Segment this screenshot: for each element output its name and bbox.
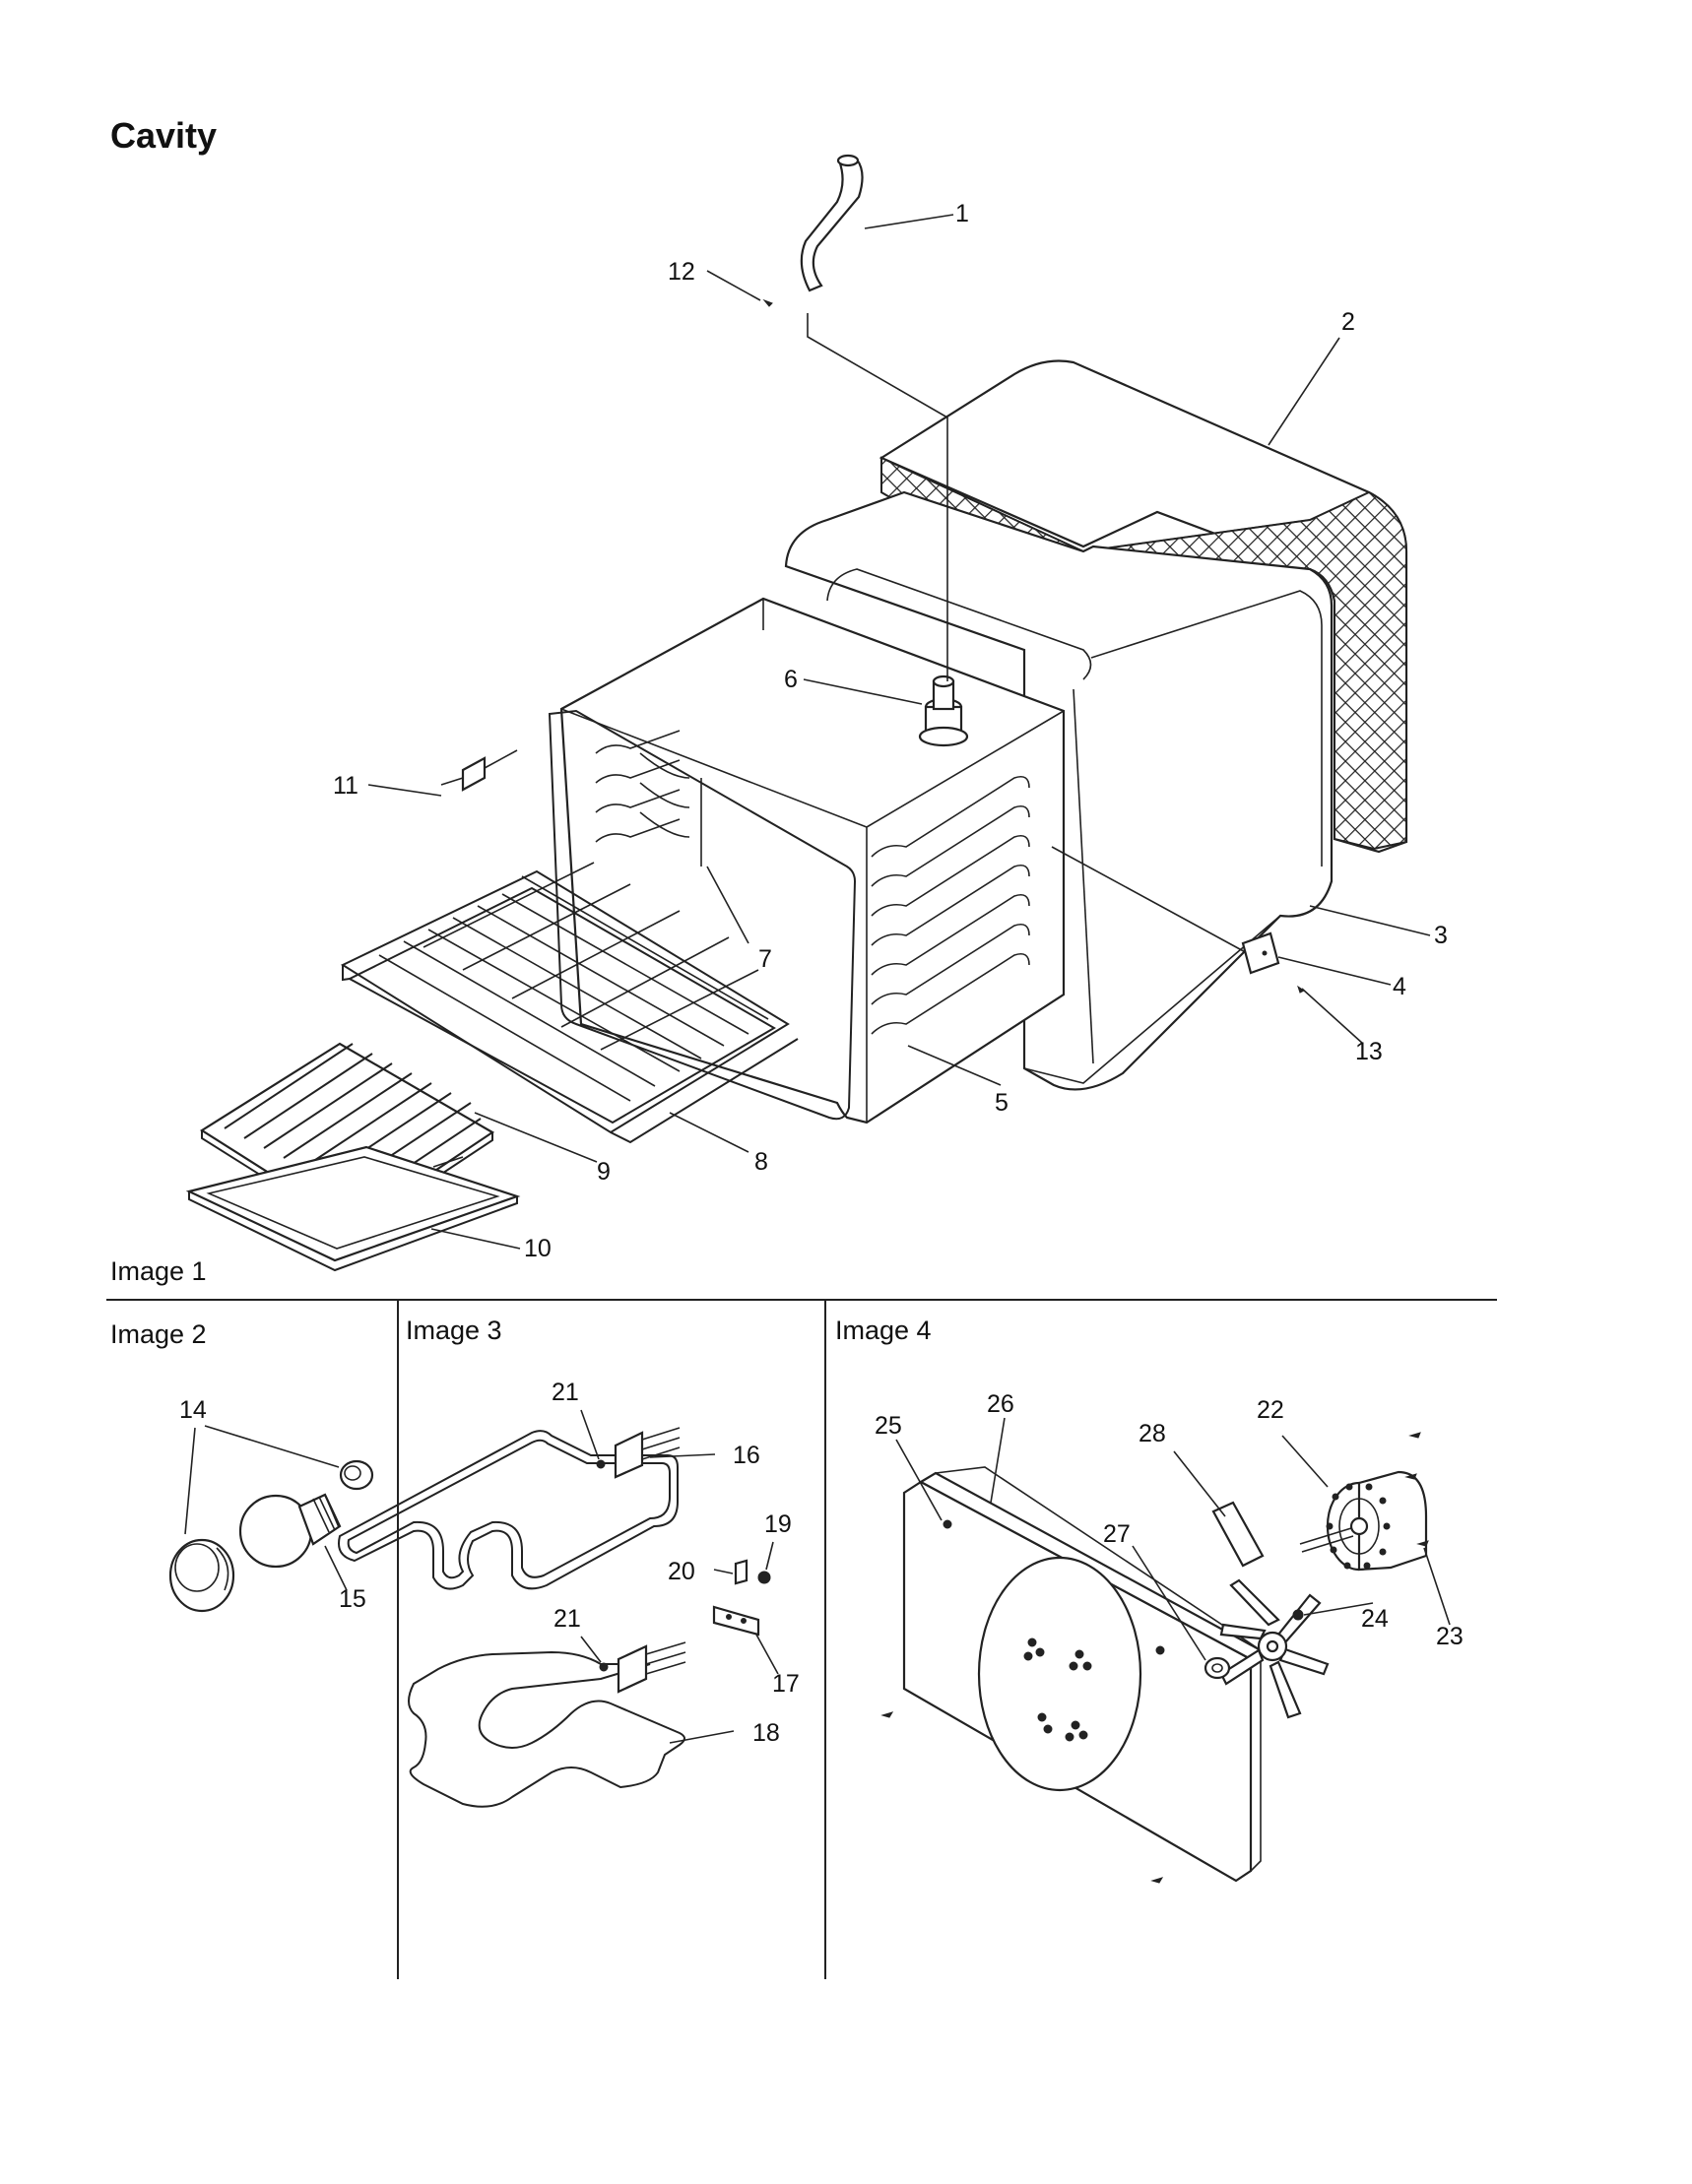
element-screw-lower <box>599 1662 609 1672</box>
callout-15: 15 <box>339 1585 366 1613</box>
callout-9: 9 <box>597 1158 611 1186</box>
callout-12: 12 <box>668 258 695 286</box>
light-lens-cover <box>168 1538 235 1613</box>
callout-6: 6 <box>784 666 798 693</box>
callout-11: 11 <box>333 772 358 800</box>
callout-18: 18 <box>752 1719 780 1747</box>
light-bulb <box>238 1493 342 1569</box>
screw-12 <box>762 298 773 307</box>
callout-3: 3 <box>1434 922 1448 949</box>
element-screw-upper <box>596 1459 606 1469</box>
terminal-clip-20 <box>734 1559 748 1585</box>
motor-screw-1 <box>1404 1473 1417 1480</box>
callout-21-lower: 21 <box>553 1605 581 1633</box>
panel-screw-2 <box>1150 1877 1164 1884</box>
callout-14: 14 <box>179 1396 207 1424</box>
callout-13: 13 <box>1355 1038 1383 1065</box>
terminal-screw-19 <box>757 1571 771 1584</box>
callout-25: 25 <box>875 1412 902 1440</box>
broil-element <box>338 1427 681 1590</box>
callout-17: 17 <box>772 1670 800 1698</box>
motor-screw-23 <box>1416 1540 1429 1547</box>
leader-lines-image2 <box>184 1425 348 1591</box>
callout-8: 8 <box>754 1148 768 1176</box>
handle-cap <box>800 154 864 292</box>
callout-10: 10 <box>524 1235 552 1262</box>
callout-22: 22 <box>1257 1396 1284 1424</box>
panel-screw-1 <box>880 1711 894 1718</box>
broiler-pan <box>185 1145 521 1272</box>
motor-screw-2 <box>1408 1432 1421 1439</box>
callout-4: 4 <box>1393 973 1406 1000</box>
rack-support-clip <box>440 749 518 792</box>
vent-holes <box>1023 1638 1092 1742</box>
oven-rack <box>340 862 799 1144</box>
panel-label-image4: Image 4 <box>835 1316 932 1345</box>
oven-liner <box>548 597 1066 1124</box>
image3-heating-elements: 21 16 19 20 17 21 18 <box>338 1379 800 1808</box>
image4-convection-fan: 25 26 28 27 22 24 23 <box>875 1390 1464 1884</box>
callouts-image1: 1 12 2 6 11 3 4 13 7 5 8 9 10 <box>333 200 1448 1262</box>
leader-lines-image3 <box>580 1409 779 1744</box>
image2-light-assembly: 14 15 <box>168 1396 374 1613</box>
panel-label-image2: Image 2 <box>110 1319 207 1349</box>
callout-7: 7 <box>758 945 772 973</box>
callout-28: 28 <box>1139 1420 1166 1447</box>
fan-motor <box>1299 1470 1428 1572</box>
panel-label-image1: Image 1 <box>110 1256 207 1286</box>
fan-nut <box>1204 1656 1231 1680</box>
callout-5: 5 <box>995 1089 1009 1117</box>
callout-23: 23 <box>1436 1623 1464 1650</box>
sensor-probe <box>1051 846 1305 994</box>
panel-label-image3: Image 3 <box>406 1316 502 1345</box>
callout-27: 27 <box>1103 1520 1131 1548</box>
terminal-block <box>712 1605 760 1637</box>
fan-washer <box>1292 1609 1304 1621</box>
bake-element <box>408 1641 686 1808</box>
callout-20: 20 <box>668 1558 695 1585</box>
leader-lines-image1 <box>367 214 1431 1250</box>
callout-1: 1 <box>955 200 969 227</box>
leader-lines-image4 <box>895 1417 1451 1661</box>
callout-26: 26 <box>987 1390 1014 1418</box>
callout-19: 19 <box>764 1510 792 1538</box>
page-title: Cavity <box>110 115 217 156</box>
callout-24: 24 <box>1361 1605 1389 1633</box>
bulb-socket-ring <box>339 1459 374 1491</box>
socket-wire <box>807 313 948 681</box>
light-socket <box>918 674 969 747</box>
callout-21-upper: 21 <box>552 1379 579 1406</box>
image1-cavity-assembly: 1 12 2 6 11 3 4 13 7 5 8 9 10 <box>185 154 1448 1272</box>
callout-16: 16 <box>733 1442 760 1469</box>
callout-2: 2 <box>1341 308 1355 336</box>
